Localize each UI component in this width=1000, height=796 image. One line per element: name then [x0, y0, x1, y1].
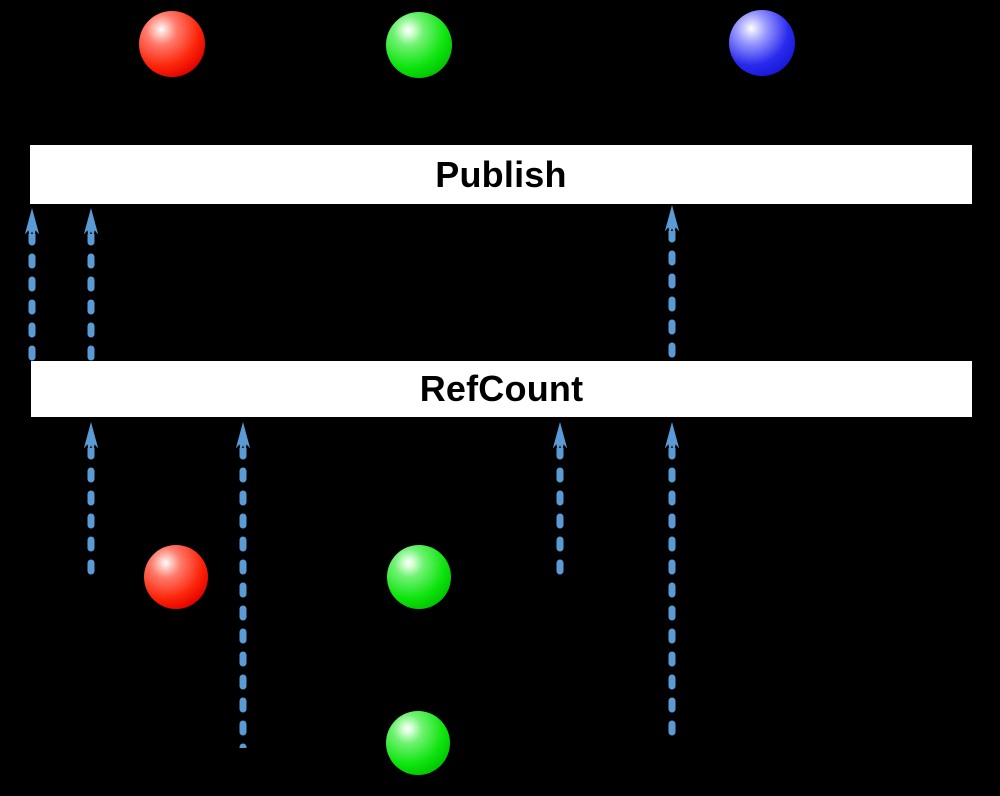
- arrow-refcount-subscribe-3: [549, 422, 571, 578]
- arrow-publish-from-refcount-shaft: [661, 231, 683, 362]
- arrow-refcount-subscribe-3-head-icon: [549, 422, 571, 452]
- publish-operator-bar: Publish: [30, 145, 972, 204]
- publish-operator-label: Publish: [435, 153, 567, 195]
- arrow-refcount-subscribe-1-head-icon: [80, 422, 102, 452]
- arrow-publish-from-refcount: [661, 205, 683, 362]
- arrow-refcount-subscribe-2-head-icon: [232, 422, 254, 452]
- arrow-publish-subscribe-1: [21, 208, 43, 362]
- refcount-operator-label: RefCount: [419, 368, 584, 409]
- arrow-publish-subscribe-1-head-icon: [21, 208, 43, 238]
- arrow-refcount-subscribe-4-shaft: [661, 448, 683, 745]
- arrow-publish-subscribe-2-shaft: [80, 234, 102, 362]
- arrow-refcount-subscribe-2: [232, 422, 254, 748]
- arrow-refcount-subscribe-1-shaft: [80, 448, 102, 580]
- marble-blue-output: [729, 10, 795, 76]
- marble-red-output: [139, 11, 205, 77]
- refcount-operator-bar: RefCount: [31, 361, 972, 417]
- arrow-publish-subscribe-2: [80, 208, 102, 362]
- arrow-publish-subscribe-1-shaft: [21, 234, 43, 362]
- arrow-refcount-subscribe-4-head-icon: [661, 422, 683, 452]
- arrow-publish-subscribe-2-head-icon: [80, 208, 102, 238]
- arrow-publish-from-refcount-head-icon: [661, 205, 683, 235]
- marble-red-source: [144, 545, 208, 609]
- marble-green-source-2: [386, 711, 450, 775]
- arrow-refcount-subscribe-4: [661, 422, 683, 745]
- marble-green-source: [387, 545, 451, 609]
- arrow-refcount-subscribe-2-shaft: [232, 448, 254, 748]
- arrow-refcount-subscribe-3-shaft: [549, 448, 571, 578]
- marble-green-output: [386, 12, 452, 78]
- arrow-refcount-subscribe-1: [80, 422, 102, 580]
